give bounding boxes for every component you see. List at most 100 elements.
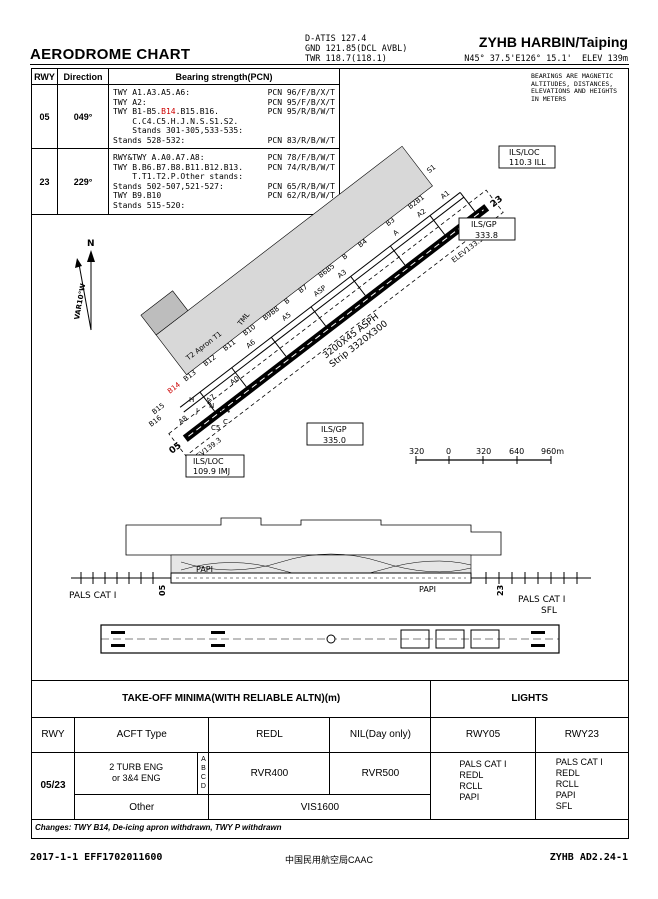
coords-text: N45° 37.5'E126° 15.1': [464, 54, 572, 64]
bearing-line: TWY A1.A3.A5.A6:PCN 96/F/B/X/T: [113, 88, 335, 98]
lights-col-rwy05: RWY05: [430, 716, 536, 753]
apron-area: [155, 145, 433, 376]
bl-right: PCN 83/R/B/W/T: [267, 135, 335, 145]
lights05-item: PALS CAT I: [459, 758, 507, 769]
bl-left: TWY A1.A3.A5.A6:: [113, 88, 191, 97]
ils-loc-05-label: ILS/LOC: [193, 457, 224, 466]
bearing-line: Stands 301-305,533-535:: [113, 126, 244, 135]
cat-b: B: [201, 765, 206, 773]
lights23-item: RCLL: [555, 778, 579, 789]
var-label: VAR10°W: [73, 283, 87, 321]
minima-col-acft: ACFT Type: [73, 716, 210, 753]
twy-label: B: [341, 252, 350, 261]
bl-right: PCN 65/R/B/W/T: [267, 181, 335, 191]
bl-right: PCN 62/R/B/W/T: [267, 191, 335, 200]
pals-05-label: PALS CAT I: [69, 591, 116, 601]
twy-label: C4: [221, 407, 231, 415]
freq-list: D-ATIS 127.4 GND 121.85(DCL AVBL) TWR 11…: [305, 34, 407, 64]
rwy05-threshold: 05: [168, 441, 184, 457]
bl-left: RWY&TWY A.A0.A7.A8:: [113, 153, 205, 162]
bl-left: Stands 528-532:: [113, 135, 186, 145]
note-line: ELEVATIONS AND HEIGHTS: [531, 87, 618, 95]
bl-left: TWY B1-B5.B14.B15.B16.: [113, 107, 219, 117]
twy-label: A1: [439, 189, 451, 201]
bearing-rwy-23: 23: [31, 148, 58, 215]
apron-outline: [125, 517, 502, 556]
bl-right: PCN 95/F/B/X/T: [267, 97, 335, 107]
lights05-item: RCLL: [459, 780, 483, 791]
minima-redl-val: RVR400: [208, 751, 331, 796]
minima-table: TAKE-OFF MINIMA(WITH RELIABLE ALTN)(m) L…: [30, 680, 630, 821]
bl-left: Stands 502-507,521-527:: [113, 181, 224, 191]
minima-other-val: VIS1600: [208, 794, 432, 820]
bl-left-b: .B15.B16.: [175, 107, 219, 116]
footer-authority: 中国民用航空局CAAC: [285, 855, 374, 865]
lighting-diagram: PAPI 05 23 PALS CAT I PAPI PALS CAT I SF…: [69, 517, 591, 654]
lights-rwy23-list: PALS CAT I REDL RCLL PAPI SFL: [534, 751, 630, 821]
elev-text: ELEV 139m: [581, 54, 628, 64]
bl-right: PCN 95/R/B/W/T: [267, 107, 335, 116]
bearing-lines-23: RWY&TWY A.A0.A7.A8: PCN 78/F/B/W/T TWY B.…: [108, 148, 340, 215]
lights23-item: SFL: [555, 800, 573, 811]
airport-name: ZYHB HARBIN/Taiping: [478, 34, 628, 50]
bearing-table: RWY Direction Bearing strength(PCN) 05 0…: [31, 68, 340, 215]
bl-left: TWY B.B6.B7.B8.B11.B12.B13.: [113, 162, 244, 172]
light-rwy23: 23: [496, 585, 505, 596]
papi-23-label: PAPI: [419, 585, 436, 594]
aerodrome-map: N VAR10°W A6 A5 ASP A3 A A2 A1 A7 A8: [73, 145, 564, 478]
acft1-line1: 2 TURB ENG: [109, 762, 164, 773]
scale-tick: 960m: [541, 447, 564, 456]
north-arrow: N VAR10°W: [73, 239, 95, 331]
twy-label-red: B14: [166, 380, 182, 395]
lights23-item: PALS CAT I: [555, 756, 603, 767]
minima-rwy: 05/23: [31, 751, 75, 821]
twy-label: S1: [426, 163, 438, 175]
approach-lights-23: [471, 572, 591, 584]
minima-cats: A B C D: [197, 751, 210, 796]
note-line: IN METERS: [531, 94, 567, 103]
sfl-label: SFL: [541, 606, 557, 616]
scale-tick: 320: [409, 447, 424, 456]
runway-strip: [168, 189, 504, 457]
minima-acft1: 2 TURB ENG or 3&4 ENG: [73, 751, 199, 796]
bearing-line: C.C4.C5.H.J.N.S.S1.S2.: [113, 116, 239, 126]
twy-label: A: [392, 228, 401, 237]
lights05-item: REDL: [459, 769, 484, 780]
minima-other: Other: [73, 794, 210, 820]
light-rwy05: 05: [158, 584, 167, 596]
ils-loc-23-freq: 110.3 ILL: [509, 158, 546, 167]
scale-tick: 320: [476, 447, 491, 456]
bearing-line: TWY B.B6.B7.B8.B11.B12.B13. PCN 74/R/B/W/…: [113, 163, 335, 173]
bl-left: TWY A2:: [113, 97, 147, 107]
scale-tick: 640: [509, 447, 524, 456]
twy-label: B7: [297, 283, 309, 295]
twy-label: H: [189, 396, 194, 404]
footer-page: ZYHB AD2.24-1: [549, 852, 628, 863]
twy-label: B3: [384, 216, 396, 228]
bearing-rwy-05: 05: [31, 84, 58, 149]
chart-title: AERODROME CHART: [30, 46, 191, 63]
lights-rwy05-list: PALS CAT I REDL RCLL PAPI: [430, 751, 536, 821]
bl-right: PCN 78/F/B/W/T: [267, 153, 335, 162]
lights-title: LIGHTS: [430, 680, 629, 718]
cat-d: D: [200, 783, 206, 791]
ils-gp-23-freq: 333.8: [475, 231, 498, 240]
freq-gnd: GND 121.85(DCL AVBL): [305, 44, 408, 54]
twy-label: B: [283, 297, 292, 306]
ils-gp-05-label: ILS/GP: [321, 425, 347, 434]
twy-label: C: [223, 418, 228, 426]
ils-gp-23-box: ILS/GP 333.8: [458, 217, 516, 241]
twy-label: C5: [211, 424, 220, 432]
terminal-building: [140, 290, 189, 336]
bearing-dir-23: 229°: [57, 148, 109, 215]
cat-a: A: [201, 756, 206, 764]
twy-label: A7: [205, 393, 217, 405]
minima-nil-val: RVR500: [329, 751, 432, 796]
twy-label: B15: [151, 401, 167, 416]
bearing-line: TWY B1-B5.B14.B15.B16. PCN 95/R/B/W/T: [113, 107, 335, 117]
ils-gp-23-label: ILS/GP: [471, 220, 497, 229]
bl-right: PCN 74/R/B/W/T: [267, 162, 335, 172]
bearing-line: TWY A2: PCN 95/F/B/X/T: [113, 98, 335, 108]
pals-23-label: PALS CAT I: [518, 595, 565, 605]
bearing-lines-05: TWY A1.A3.A5.A6:PCN 96/F/B/X/T TWY A2: PC…: [108, 84, 340, 149]
